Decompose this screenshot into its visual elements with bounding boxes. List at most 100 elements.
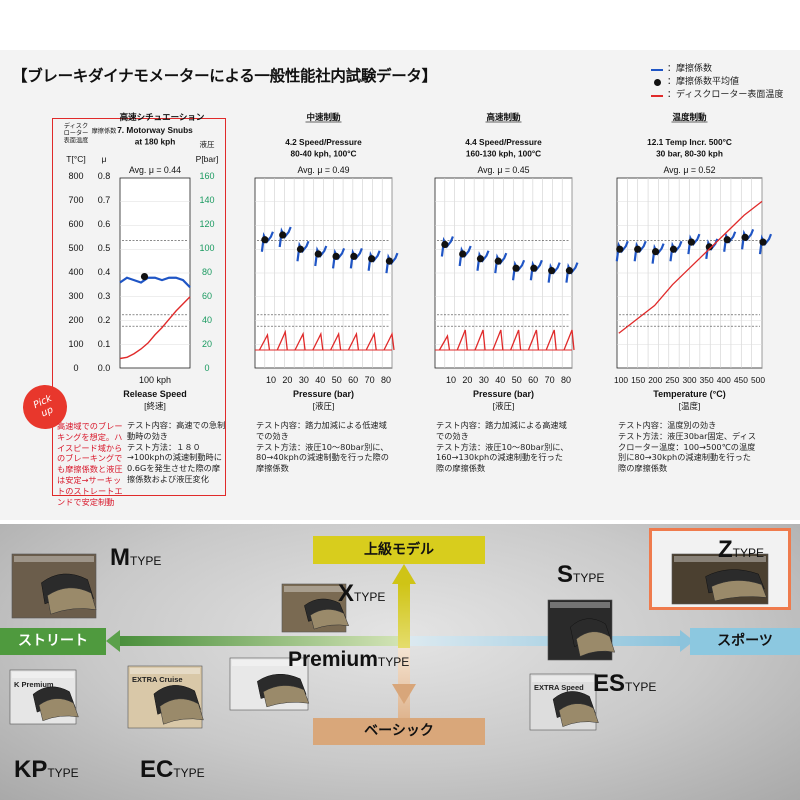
brake-pad-shape bbox=[558, 703, 599, 727]
mu-average-point bbox=[634, 245, 642, 253]
pressure-series-segment bbox=[563, 329, 575, 351]
ec-box-label: EXTRA Cruise bbox=[132, 675, 183, 684]
label-basic: ベーシック bbox=[313, 718, 485, 745]
pressure-series-segment bbox=[258, 332, 271, 351]
mu-average-point bbox=[723, 236, 731, 244]
x-tick-label: 60 bbox=[348, 375, 358, 385]
x-tick-label: 50 bbox=[512, 375, 522, 385]
mu-average-point bbox=[669, 245, 678, 253]
legend-label: ：摩擦係数 bbox=[667, 64, 713, 74]
t-axis-unit: T[°C] bbox=[66, 154, 85, 164]
mu-average-point bbox=[140, 272, 149, 281]
es-type-pad-box bbox=[529, 673, 599, 731]
p-axis-unit: P[bar] bbox=[196, 154, 219, 164]
x-tick-label: 70 bbox=[365, 375, 375, 385]
t-tick-label: 400 bbox=[68, 267, 83, 277]
mu-average-point bbox=[494, 257, 502, 265]
legend-item-mu: ：摩擦係数 bbox=[650, 63, 783, 76]
x-tick-label: 400 bbox=[717, 375, 731, 385]
mu-tick-label: 0.8 bbox=[98, 171, 111, 181]
chart-avg-mu: Avg. μ = 0.44 bbox=[129, 165, 181, 175]
pressure-series-segment bbox=[276, 329, 288, 351]
temp-series-line bbox=[119, 296, 191, 360]
label-s-type: STYPE bbox=[557, 561, 605, 588]
pressure-series-segment bbox=[365, 331, 377, 351]
pressure-series-segment bbox=[330, 331, 342, 351]
mu-average-point bbox=[279, 231, 287, 239]
x-tick-label: 40 bbox=[495, 375, 505, 385]
pressure-series-segment bbox=[474, 329, 486, 351]
legend: ：摩擦係数 ：摩擦係数平均値 ：ディスクローター表面温度 bbox=[650, 63, 783, 102]
x-tick-label: 20 bbox=[462, 375, 472, 385]
label-sports: スポーツ bbox=[690, 628, 800, 655]
p-tick-label: 60 bbox=[202, 291, 212, 301]
legend-blue-line-icon bbox=[651, 68, 663, 71]
mu-average-point bbox=[459, 250, 467, 258]
pressure-series-segment bbox=[492, 329, 504, 351]
chart-title: 160-130 kph, 100°C bbox=[466, 149, 541, 159]
label-z-type: ZTYPE bbox=[718, 536, 765, 563]
pad-box-band bbox=[532, 676, 594, 682]
chart-note-2: テスト内容：踏力加減による低速域での効き テスト方法：液圧10～80bar別に、… bbox=[256, 420, 389, 474]
dyno-charts: ディスクローター表面温度T[°C]摩擦係数μ液圧P[bar]8007006005… bbox=[64, 112, 773, 411]
chart-note-3: テスト内容：踏力加減による高速域での効き テスト方法：液圧10～80bar別に、… bbox=[436, 420, 569, 474]
t-tick-label: 0 bbox=[73, 363, 78, 373]
kp-type-pad-box bbox=[9, 669, 79, 725]
p-tick-label: 100 bbox=[199, 243, 214, 253]
s-type-pad-box bbox=[547, 599, 616, 661]
x-axis-label-jp: [終速] bbox=[144, 401, 166, 411]
label-ec-type: ECTYPE bbox=[140, 756, 205, 783]
mu-average-point bbox=[530, 264, 538, 272]
mu-tick-label: 0.1 bbox=[98, 339, 111, 349]
p-tick-label: 40 bbox=[202, 315, 212, 325]
mu-average-point bbox=[705, 243, 713, 251]
legend-red-line-icon bbox=[651, 94, 663, 97]
t-axis-header: ローター bbox=[64, 129, 89, 137]
pressure-series-segment bbox=[294, 331, 306, 351]
x-axis-label: Pressure (bar) bbox=[473, 389, 534, 399]
pad-box-band bbox=[284, 586, 344, 592]
pickup-highlight-frame bbox=[52, 118, 226, 496]
p-tick-label: 140 bbox=[199, 195, 214, 205]
x-type-pad-box bbox=[281, 583, 350, 633]
x-axis-label: Pressure (bar) bbox=[293, 389, 354, 399]
t-tick-label: 500 bbox=[68, 243, 83, 253]
pressure-series-segment bbox=[510, 329, 522, 351]
t-tick-label: 700 bbox=[68, 195, 83, 205]
t-tick-label: 100 bbox=[68, 339, 83, 349]
t-tick-label: 800 bbox=[68, 171, 83, 181]
brake-pad-shape bbox=[47, 587, 97, 615]
x-tick-label: 100 bbox=[614, 375, 628, 385]
brake-pad-shape bbox=[310, 609, 350, 630]
z-type-pad-box bbox=[671, 553, 769, 605]
p-axis-header: 液圧 bbox=[200, 139, 215, 149]
chart-avg-mu: Avg. μ = 0.52 bbox=[663, 165, 715, 175]
x-tick-label: 100 kph bbox=[139, 375, 171, 385]
p-tick-label: 0 bbox=[204, 363, 209, 373]
mu-average-point bbox=[441, 240, 449, 249]
pressure-series-segment bbox=[312, 331, 324, 351]
page-title: 【ブレーキダイナモメーターによる一般性能社内試験データ】 bbox=[12, 67, 437, 85]
pad-box-band bbox=[232, 660, 306, 666]
t-axis-header: 表面温度 bbox=[64, 136, 89, 144]
mu-axis-header: 摩擦係数 bbox=[92, 127, 118, 135]
x-tick-label: 40 bbox=[315, 375, 325, 385]
mu-average-point bbox=[651, 248, 660, 256]
mu-average-point bbox=[741, 233, 749, 241]
x-tick-label: 80 bbox=[381, 375, 391, 385]
x-tick-label: 80 bbox=[561, 375, 571, 385]
legend-item-temp: ：ディスクローター表面温度 bbox=[650, 89, 783, 102]
x-tick-label: 450 bbox=[734, 375, 748, 385]
t-axis-header: ディスク bbox=[64, 122, 88, 130]
t-tick-label: 300 bbox=[68, 291, 83, 301]
chart-avg-mu: Avg. μ = 0.49 bbox=[297, 165, 349, 175]
mu-tick-label: 0.7 bbox=[98, 195, 111, 205]
p-tick-label: 80 bbox=[202, 267, 212, 277]
x-tick-label: 50 bbox=[332, 375, 342, 385]
chart-title: 4.2 Speed/Pressure bbox=[285, 137, 362, 147]
chart-title: 7. Motorway Snubs bbox=[117, 125, 193, 135]
arrow-left-shaft bbox=[120, 636, 400, 646]
pad-box-band bbox=[674, 556, 766, 562]
